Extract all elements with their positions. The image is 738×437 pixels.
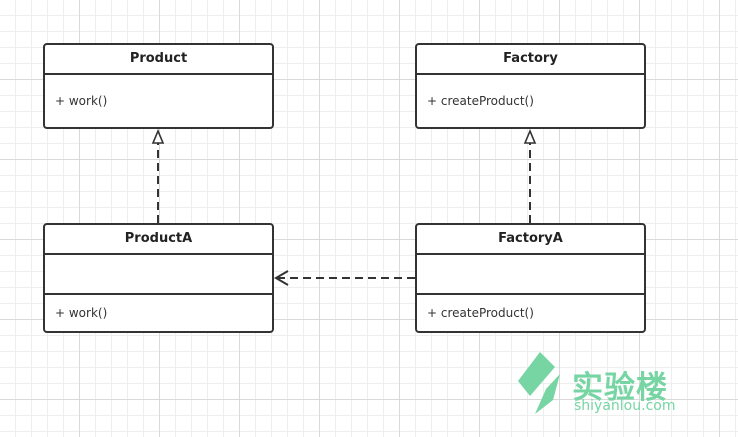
class-method: + createProduct() bbox=[427, 306, 534, 320]
class-name: Product bbox=[45, 45, 272, 75]
class-factory[interactable]: Factory + createProduct() bbox=[415, 43, 646, 129]
class-name: Factory bbox=[417, 45, 644, 75]
watermark-name: 实验楼 bbox=[572, 370, 668, 406]
factoryA-to-productA-arrowhead bbox=[274, 270, 289, 286]
shiyanlou-logo-icon bbox=[518, 352, 560, 414]
productA-to-product-arrowhead bbox=[151, 128, 165, 144]
class-productA[interactable]: ProductA + work() bbox=[43, 223, 274, 333]
class-product[interactable]: Product + work() bbox=[43, 43, 274, 129]
class-attributes bbox=[45, 255, 272, 295]
class-name: ProductA bbox=[45, 225, 272, 255]
class-method: + work() bbox=[55, 306, 108, 320]
class-name: FactoryA bbox=[417, 225, 644, 255]
class-method: + createProduct() bbox=[427, 94, 534, 108]
class-method: + work() bbox=[55, 94, 108, 108]
watermark-domain: shiyanlou.com bbox=[574, 398, 676, 414]
class-attributes bbox=[417, 255, 644, 295]
factoryA-to-factory-arrowhead bbox=[523, 128, 537, 144]
class-factoryA[interactable]: FactoryA + createProduct() bbox=[415, 223, 646, 333]
